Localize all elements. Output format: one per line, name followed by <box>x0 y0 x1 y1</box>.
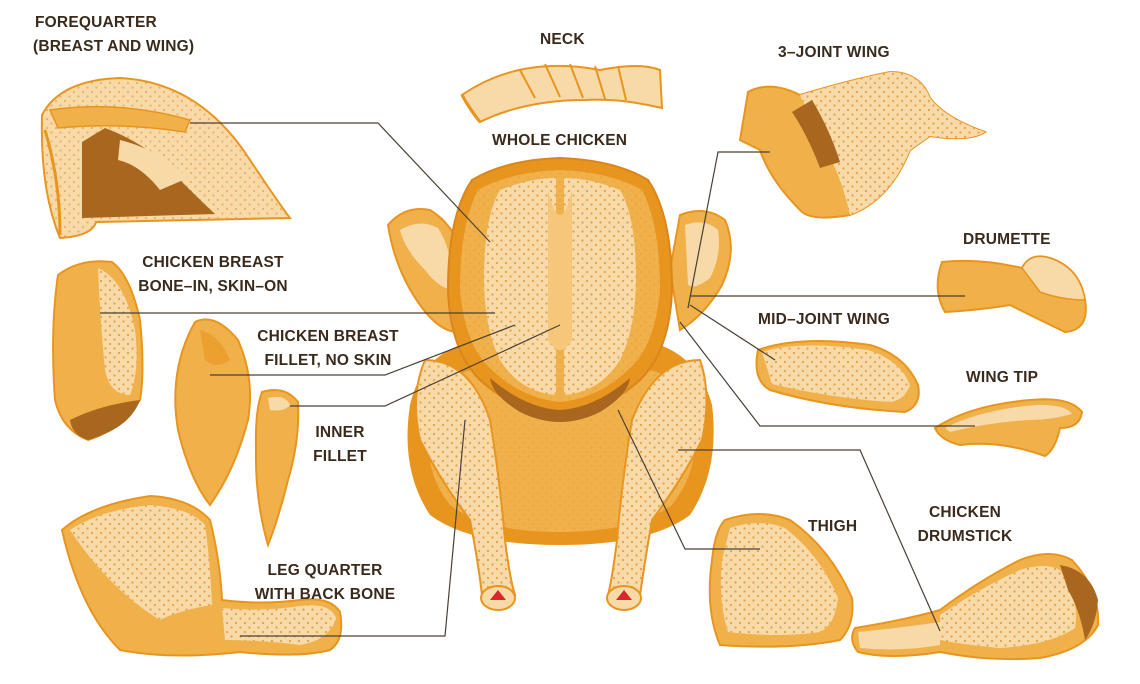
label-drumette: DRUMETTE <box>963 231 1051 248</box>
wing-tip-piece <box>933 398 1084 458</box>
inner-fillet-piece <box>254 389 300 549</box>
neck-piece <box>460 63 664 124</box>
leg-quarter-piece <box>60 494 343 657</box>
label-wing-tip: WING TIP <box>966 369 1039 386</box>
label-drumstick-line1: CHICKEN <box>928 504 1001 521</box>
drumstick-piece <box>851 553 1100 661</box>
label-forequarter-sub: (BREAST AND WING) <box>33 38 195 55</box>
label-breast-fillet-line2: FILLET, NO SKIN <box>264 352 392 369</box>
label-three-joint-wing: 3–JOINT WING <box>778 44 890 61</box>
label-breast-fillet-line1: CHICKEN BREAST <box>257 328 399 345</box>
label-drumstick-line2: DRUMSTICK <box>917 528 1013 545</box>
label-inner-fillet-line2: FILLET <box>313 448 367 465</box>
three-joint-wing-piece <box>738 70 988 219</box>
label-whole-chicken: WHOLE CHICKEN <box>492 132 628 149</box>
mid-joint-wing-piece <box>755 340 920 414</box>
whole-chicken <box>386 156 732 611</box>
label-breast-bone-in-line1: CHICKEN BREAST <box>142 254 284 271</box>
label-forequarter: FOREQUARTER <box>35 14 157 31</box>
label-mid-joint-wing: MID–JOINT WING <box>758 311 890 328</box>
breast-bone-in-piece <box>52 260 144 442</box>
thigh-piece <box>708 513 854 648</box>
label-inner-fillet-line1: INNER <box>315 424 365 441</box>
label-leg-quarter-line2: WITH BACK BONE <box>254 586 396 603</box>
drumette-piece <box>936 255 1087 334</box>
label-thigh: THIGH <box>808 518 858 535</box>
breast-fillet-piece <box>174 318 252 507</box>
label-leg-quarter-line1: LEG QUARTER <box>267 562 383 579</box>
leader-lines <box>100 122 975 637</box>
forequarter-piece <box>40 76 292 240</box>
label-breast-bone-in-line2: BONE–IN, SKIN–ON <box>138 278 288 295</box>
label-neck: NECK <box>540 31 585 48</box>
